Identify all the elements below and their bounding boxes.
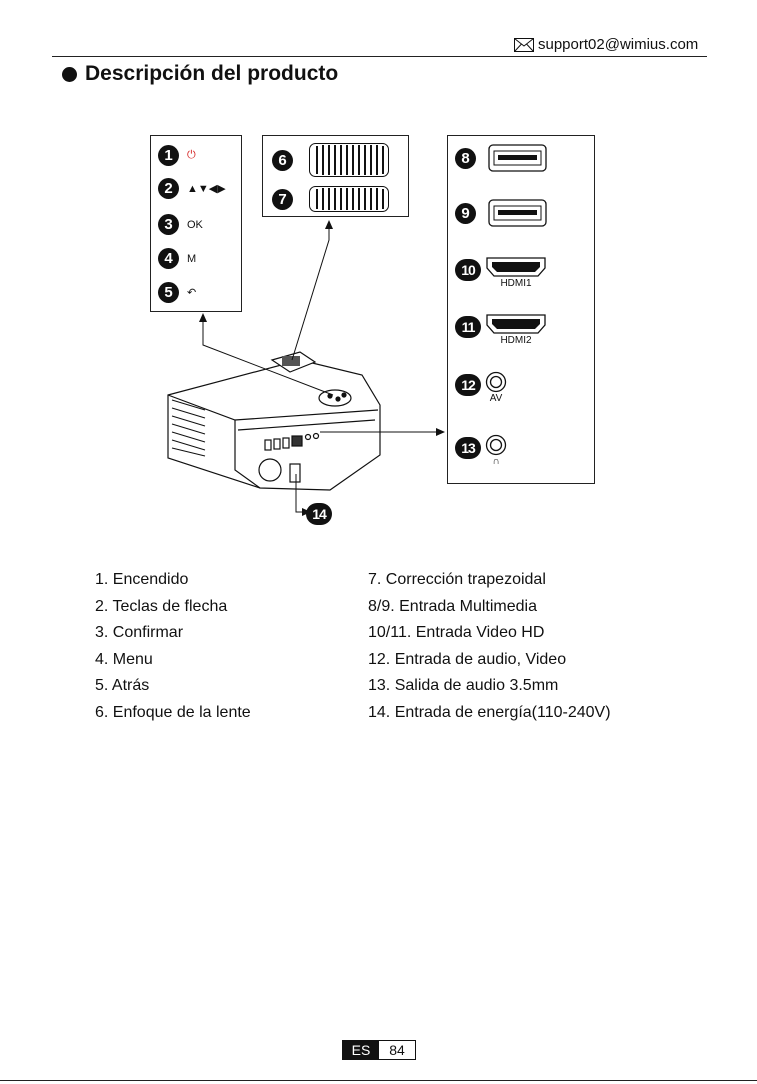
legend-item: 7. Corrección trapezoidal (368, 571, 546, 588)
support-email-text: support02@wimius.com (538, 36, 699, 53)
callout-5: 5 (158, 282, 179, 303)
focus-wheel-icon (309, 143, 389, 177)
legend-item: 12. Entrada de audio, Video (368, 650, 567, 668)
footer-divider (0, 1080, 757, 1081)
page-number: 84 (389, 1042, 405, 1058)
product-illustration (167, 220, 445, 516)
callout-13: 13 (455, 437, 481, 459)
legend-item: 1. Encendido (95, 571, 189, 588)
port-row-usb2: 9 (455, 198, 548, 228)
callout-8: 8 (455, 147, 476, 169)
control-row-power: 1 ⏻ (158, 145, 196, 166)
page-indicator: ES 84 (342, 1040, 416, 1060)
legend-right: 7. Corrección trapezoidal 8/9. Entrada M… (368, 567, 611, 726)
port-row-hdmi2: 11 HDMI2 (455, 313, 547, 346)
callout-2: 2 (158, 178, 179, 199)
page-title-text: Descripción del producto (85, 62, 339, 85)
envelope-icon (514, 37, 534, 52)
usb-port-icon (488, 199, 547, 227)
bullet-icon (62, 66, 77, 82)
callout-7: 7 (272, 188, 293, 210)
hdmi1-label: HDMI1 (500, 278, 532, 289)
support-email[interactable]: support02@wimius.com (514, 36, 698, 53)
wheel-row-focus: 6 (272, 143, 389, 177)
port-row-usb1: 8 (455, 143, 548, 173)
control-row-back: 5 ↶ (158, 282, 196, 303)
legend-item: 5. Atrás (95, 677, 150, 694)
callout-4: 4 (158, 248, 179, 269)
callout-11: 11 (455, 316, 481, 338)
legend-item: 6. Enfoque de la lente (95, 703, 251, 721)
legend-item: 4. Menu (95, 650, 153, 668)
keystone-wheel-icon (309, 186, 389, 212)
callout-3: 3 (158, 214, 179, 235)
port-row-headphone: 13 ∩ (455, 434, 507, 467)
port-row-hdmi1: 10 HDMI1 (455, 256, 547, 289)
ok-key-label: OK (187, 218, 203, 231)
headphone-icon: ∩ (492, 456, 500, 467)
usb-port-icon (488, 144, 547, 172)
wheel-row-keystone: 7 (272, 186, 389, 212)
hdmi-port-icon (486, 257, 546, 277)
legend-item: 8/9. Entrada Multimedia (368, 597, 537, 615)
power-icon: ⏻ (187, 149, 196, 161)
callout-12: 12 (455, 374, 481, 396)
legend-item: 3. Confirmar (95, 624, 184, 641)
control-row-ok: 3 OK (158, 214, 203, 235)
callout-10: 10 (455, 259, 481, 281)
av-jack-icon (485, 371, 507, 393)
headphone-jack-icon (485, 434, 507, 456)
hdmi2-label: HDMI2 (500, 335, 532, 346)
callout-6: 6 (272, 149, 293, 171)
callout-1: 1 (158, 145, 179, 166)
legend-item: 10/11. Entrada Video HD (368, 624, 545, 641)
header-divider (52, 56, 707, 57)
control-row-arrows: 2 ▲▼◀▶ (158, 178, 226, 199)
av-label: AV (489, 393, 503, 404)
page-title: Descripción del producto (62, 62, 338, 86)
menu-key-label: M (187, 252, 197, 265)
callout-9: 9 (455, 202, 476, 224)
legend-item: 14. Entrada de energía(110-240V) (368, 703, 611, 721)
hdmi-port-icon (486, 314, 546, 334)
control-row-menu: 4 M (158, 248, 196, 269)
arrow-keys-icon: ▲▼◀▶ (187, 183, 226, 195)
language-badge: ES (343, 1041, 379, 1059)
legend-left: 1. Encendido 2. Teclas de flecha 3. Conf… (95, 567, 251, 726)
port-row-av: 12 AV (455, 371, 507, 404)
legend-item: 2. Teclas de flecha (95, 597, 228, 615)
back-icon: ↶ (187, 287, 197, 299)
legend-item: 13. Salida de audio 3.5mm (368, 677, 559, 694)
ports-panel (447, 135, 595, 484)
callout-14: 14 (306, 503, 332, 525)
